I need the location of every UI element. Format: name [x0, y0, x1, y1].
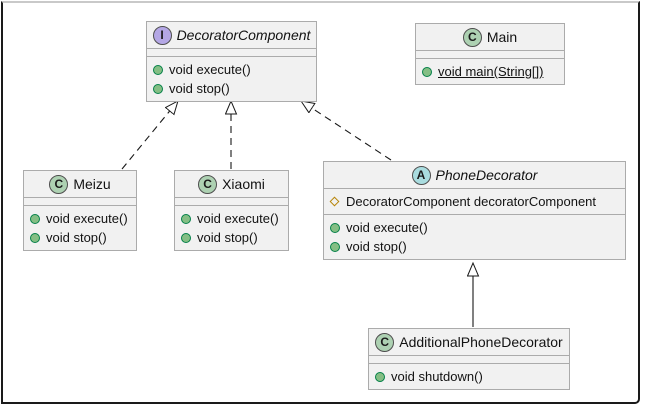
fields-section-empty [24, 197, 136, 205]
method-row: void stop() [153, 79, 310, 98]
class-box-decorator-component: I DecoratorComponent void execute() void… [146, 21, 317, 102]
interface-spot-icon: I [152, 25, 172, 45]
static-method-text: void main(String[]) [438, 64, 544, 79]
class-spot-icon: C [49, 174, 69, 194]
class-title-bar: A PhoneDecorator [324, 162, 625, 188]
method-text: void stop() [346, 239, 407, 254]
fields-section-empty [416, 50, 564, 58]
class-name: AdditionalPhoneDecorator [399, 334, 563, 350]
public-method-icon [181, 232, 191, 243]
class-title-bar: C Main [416, 24, 564, 50]
realization-arrow-phonedecorator-to-decoratorcomponent [312, 108, 392, 161]
public-method-icon [330, 222, 340, 233]
method-text: void stop() [169, 81, 230, 96]
class-name: Meizu [73, 176, 111, 192]
class-spot-icon: C [462, 27, 482, 47]
method-row: void execute() [181, 209, 282, 228]
class-name: Xiaomi [222, 176, 265, 192]
method-row: void execute() [330, 218, 619, 237]
methods-section: void execute() void stop() [324, 214, 625, 259]
class-box-meizu: C Meizu void execute() void stop() [23, 170, 137, 251]
method-text: void stop() [46, 230, 107, 245]
public-method-icon [30, 213, 40, 224]
methods-section: void execute() void stop() [147, 56, 316, 101]
fields-section-empty [369, 355, 569, 363]
method-text: void execute() [346, 220, 428, 235]
class-title-bar: I DecoratorComponent [147, 22, 316, 48]
method-text: void execute() [46, 211, 128, 226]
class-title-bar: C AdditionalPhoneDecorator [369, 329, 569, 355]
class-spot-icon: C [375, 332, 395, 352]
class-box-phone-decorator: A PhoneDecorator DecoratorComponent deco… [323, 161, 626, 260]
field-diamond-icon [329, 196, 340, 207]
method-row: void execute() [153, 60, 310, 79]
public-method-icon [181, 213, 191, 224]
fields-section: DecoratorComponent decoratorComponent [324, 188, 625, 214]
methods-section: void main(String[]) [416, 58, 564, 84]
public-method-icon [330, 241, 340, 252]
class-box-xiaomi: C Xiaomi void execute() void stop() [174, 170, 289, 251]
method-text: void shutdown() [391, 369, 483, 384]
method-text: void stop() [197, 230, 258, 245]
public-method-icon [153, 64, 163, 75]
field-text: DecoratorComponent decoratorComponent [346, 194, 597, 209]
class-box-additional-phone-decorator: C AdditionalPhoneDecorator void shutdown… [368, 328, 570, 390]
methods-section: void execute() void stop() [24, 205, 136, 250]
method-row: void main(String[]) [422, 62, 558, 81]
method-row: void stop() [30, 228, 130, 247]
method-row: void stop() [330, 237, 619, 256]
public-method-icon [153, 83, 163, 94]
abstract-spot-icon: A [411, 165, 431, 185]
class-spot-icon: C [198, 174, 218, 194]
class-name: Main [486, 29, 518, 45]
methods-section: void shutdown() [369, 363, 569, 389]
public-method-icon [375, 371, 385, 382]
realization-arrow-meizu-to-decoratorcomponent [121, 111, 170, 170]
method-text: void execute() [197, 211, 279, 226]
class-name: PhoneDecorator [435, 167, 538, 183]
methods-section: void execute() void stop() [175, 205, 288, 250]
field-row: DecoratorComponent decoratorComponent [329, 192, 619, 211]
method-row: void shutdown() [375, 367, 563, 386]
method-text: void execute() [169, 62, 251, 77]
public-method-icon [422, 66, 432, 77]
fields-section-empty [175, 197, 288, 205]
class-title-bar: C Xiaomi [175, 171, 288, 197]
class-name: DecoratorComponent [176, 27, 311, 43]
public-method-icon [30, 232, 40, 243]
class-title-bar: C Meizu [24, 171, 136, 197]
fields-section-empty [147, 48, 316, 56]
class-box-main: C Main void main(String[]) [415, 23, 565, 85]
method-row: void execute() [30, 209, 130, 228]
method-row: void stop() [181, 228, 282, 247]
